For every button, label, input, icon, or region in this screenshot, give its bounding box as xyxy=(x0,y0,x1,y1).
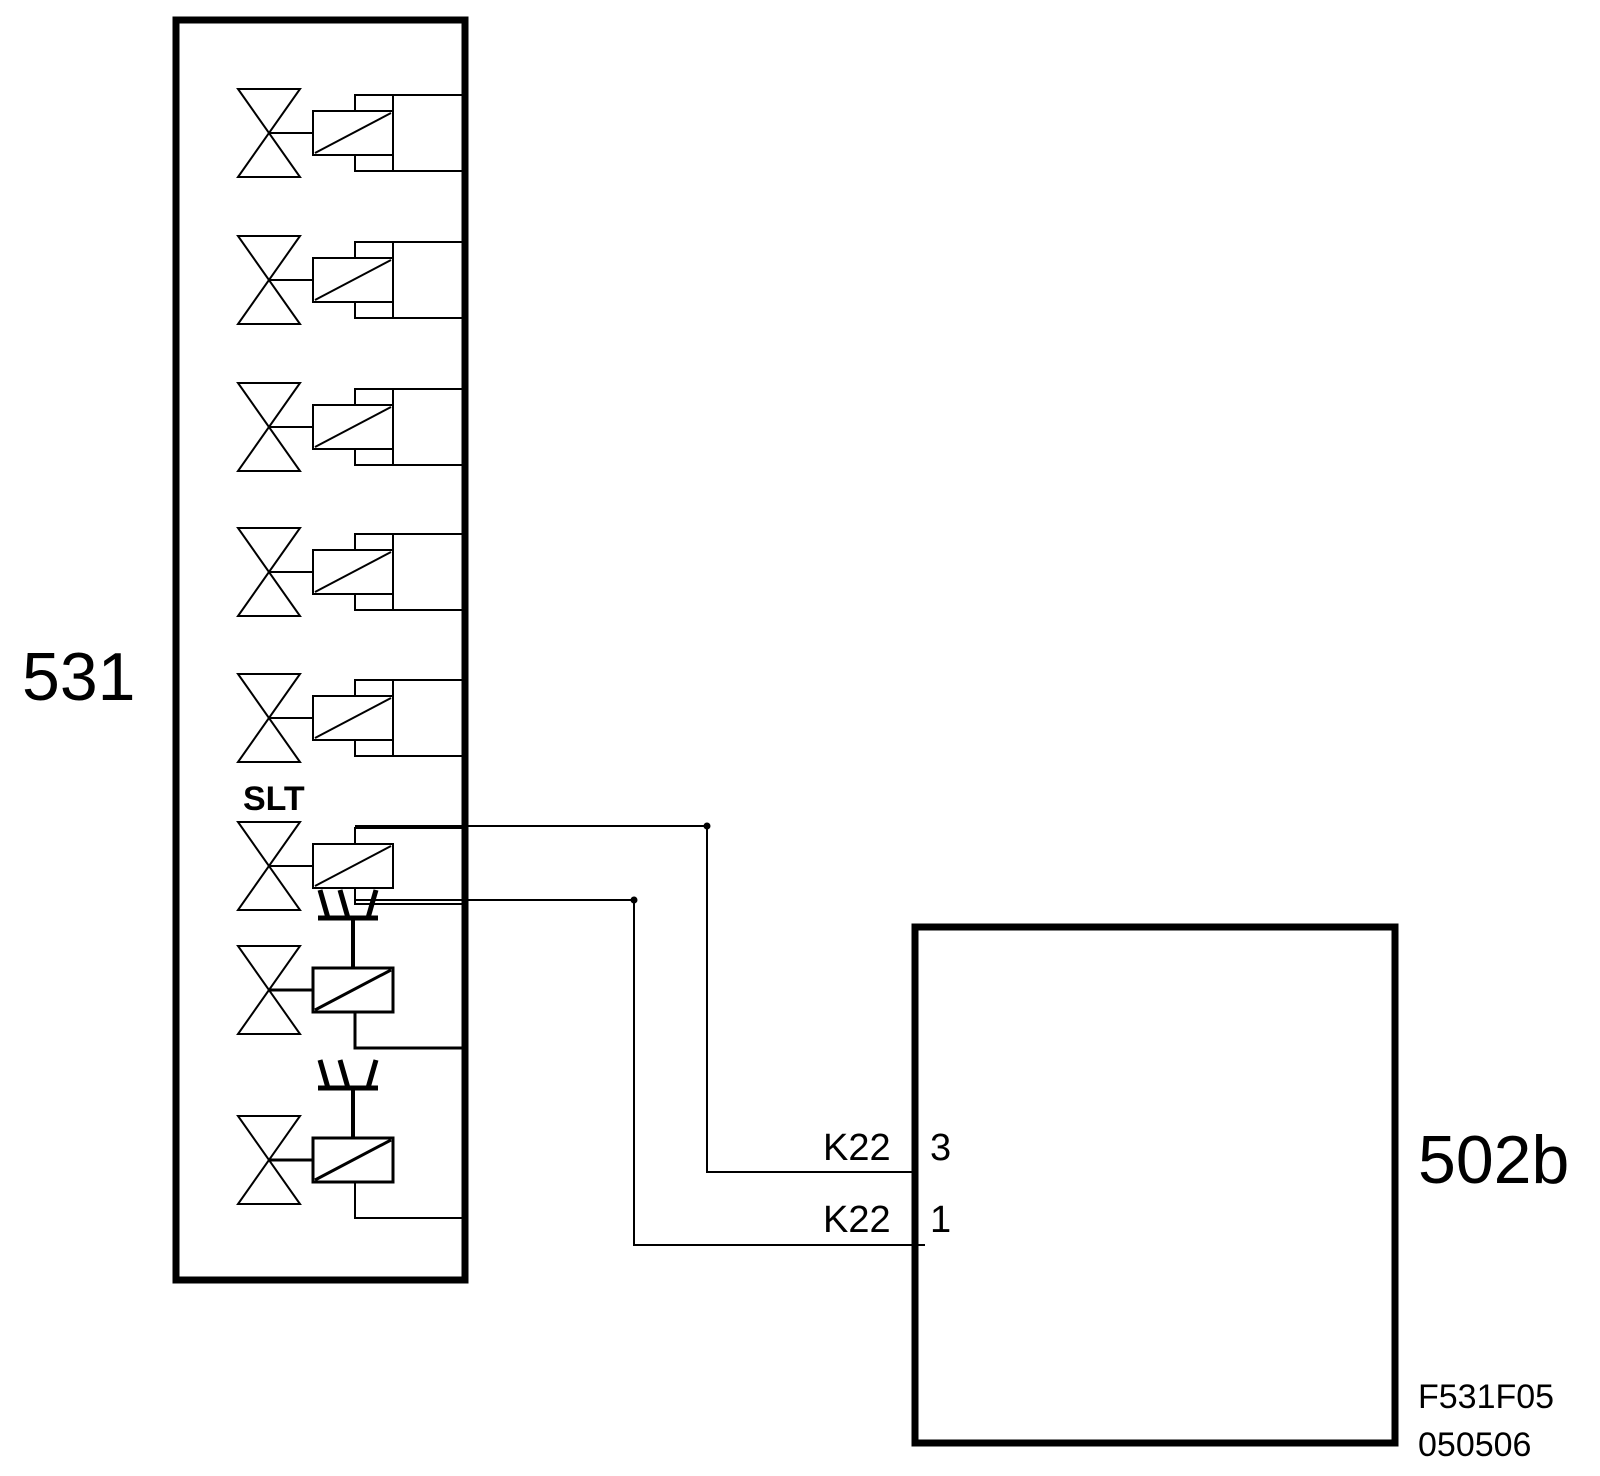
valve-symbol-icon xyxy=(236,821,302,911)
valve-group xyxy=(236,88,465,1219)
valve-8 xyxy=(236,1059,465,1219)
valve-lead-upper xyxy=(354,241,465,258)
pin-1: 1 xyxy=(930,1199,951,1241)
valve-lead-lower xyxy=(354,594,465,611)
pin-3: 3 xyxy=(930,1127,951,1169)
valve-lead-upper xyxy=(354,679,465,696)
valve-symbol-icon xyxy=(236,382,302,472)
slt-label: SLT xyxy=(243,780,305,818)
unit-531-box xyxy=(172,16,469,1284)
valve-lead-lower xyxy=(354,1182,465,1219)
valve-lead-lower xyxy=(354,155,465,172)
valve-4 xyxy=(236,527,465,617)
valve-lead-lower xyxy=(354,740,465,757)
solenoid-coil-icon xyxy=(312,843,394,889)
valve-lead-upper xyxy=(354,94,465,111)
valve-symbol-icon xyxy=(236,88,302,178)
valve-1 xyxy=(236,88,465,178)
valve-lead-lower xyxy=(354,888,465,905)
coil-diagonal xyxy=(314,1138,392,1182)
valve-lead-upper xyxy=(354,827,465,844)
coil-diagonal xyxy=(314,259,392,301)
valve-symbol-icon xyxy=(236,235,302,325)
valve-5 xyxy=(236,673,465,763)
coil-diagonal xyxy=(314,406,392,448)
valve-symbol-icon xyxy=(236,673,302,763)
proportional-symbol-icon xyxy=(317,889,379,921)
valve-lead-lower xyxy=(354,449,465,466)
unit-531-label: 531 xyxy=(22,639,135,715)
valve-symbol-icon xyxy=(236,527,302,617)
valve-lead-upper xyxy=(354,533,465,550)
coil-diagonal xyxy=(314,697,392,739)
valve-7 xyxy=(236,889,465,1050)
figure-ref-line1: F531F05 xyxy=(1418,1378,1554,1416)
wire-k22-pin3 xyxy=(355,822,918,1173)
valve-lead-lower xyxy=(353,1012,465,1050)
valve-3 xyxy=(236,382,465,472)
valve-6 xyxy=(236,821,465,911)
valve-lead-lower xyxy=(354,302,465,319)
unit-502b-box xyxy=(911,923,1399,1447)
figure-ref-line2: 050506 xyxy=(1418,1426,1531,1464)
wire-k22-pin1 xyxy=(355,896,925,1246)
coil-diagonal xyxy=(314,112,392,154)
proportional-symbol-icon xyxy=(317,1059,379,1091)
coil-diagonal xyxy=(314,968,392,1012)
coil-diagonal xyxy=(314,845,392,887)
unit-502b-label: 502b xyxy=(1418,1122,1569,1198)
valve-symbol-icon xyxy=(236,1115,302,1205)
valve-lead-upper xyxy=(354,388,465,405)
valve-2 xyxy=(236,235,465,325)
connector-k22-a: K22 xyxy=(823,1127,891,1169)
valve-symbol-icon xyxy=(236,945,302,1035)
connector-k22-b: K22 xyxy=(823,1199,891,1241)
coil-diagonal xyxy=(314,551,392,593)
